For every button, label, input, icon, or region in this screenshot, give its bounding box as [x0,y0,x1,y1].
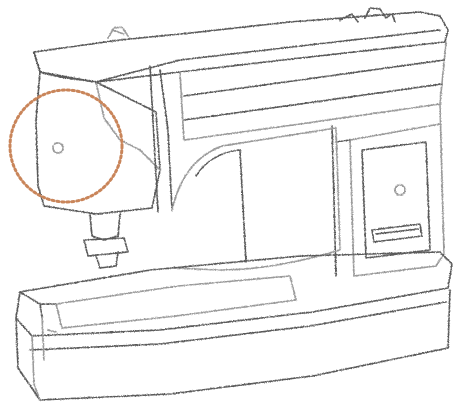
free-arm-tip [19,291,57,317]
arm-opening [171,127,341,271]
thread-guide [339,13,359,23]
bed-front-face [15,289,451,401]
arm-horizontal-groove [183,59,445,97]
control-panel [361,141,431,259]
head-front-curve [39,71,97,83]
arm-horizontal-groove-2 [183,83,443,121]
selector-knob [394,184,406,196]
arm-opening-inner [195,149,247,263]
bed-left-end [31,315,57,401]
needle-bar [89,213,121,241]
head-cover-edge [149,65,173,213]
machine-top-inner-edge [95,29,441,83]
spool-pin [107,26,129,39]
presser-foot [83,237,129,269]
machine-bed-top [15,251,453,337]
head-side-face [95,81,161,171]
handwheel-knob [52,142,64,154]
stitch-lever-slot [371,223,423,243]
bobbin-winder [364,7,396,23]
bed-front-groove [29,301,447,351]
right-column-inner [331,125,351,277]
accessory-tray [55,275,297,329]
highlight-circle [8,88,124,204]
machine-arm-front [179,41,447,141]
right-column [349,103,445,277]
machine-top-outline [33,11,449,83]
